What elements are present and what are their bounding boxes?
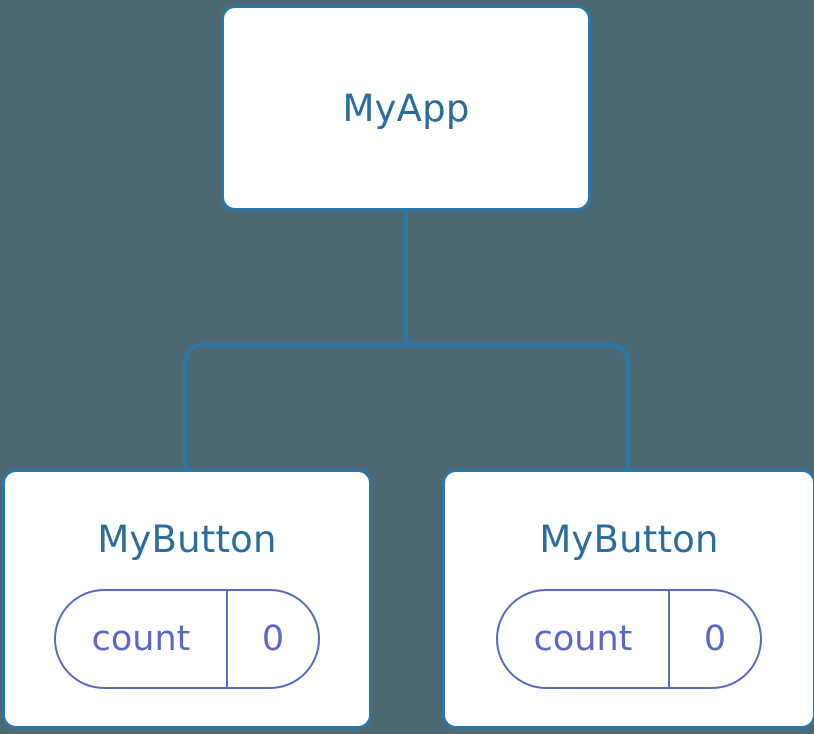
- state-pill-2-value: 0: [703, 618, 727, 659]
- state-pill-1-key-cell: count: [56, 591, 228, 687]
- state-pill-1-key: count: [91, 618, 191, 659]
- state-pill-1-value: 0: [261, 618, 285, 659]
- node-myapp[interactable]: MyApp: [221, 5, 591, 211]
- state-pill-2-key-cell: count: [498, 591, 670, 687]
- node-myapp-label: MyApp: [342, 86, 470, 130]
- edge-branch-bar: [183, 343, 630, 470]
- state-pill-2[interactable]: count 0: [496, 589, 762, 689]
- state-pill-2-value-cell: 0: [670, 591, 760, 687]
- state-pill-2-key: count: [533, 618, 633, 659]
- node-mybutton-2-label: MyButton: [539, 518, 719, 561]
- state-pill-1-value-cell: 0: [228, 591, 318, 687]
- state-pill-1[interactable]: count 0: [54, 589, 320, 689]
- node-mybutton-2[interactable]: MyButton count 0: [442, 469, 814, 729]
- node-mybutton-1[interactable]: MyButton count 0: [2, 469, 372, 729]
- node-mybutton-1-label: MyButton: [97, 518, 277, 561]
